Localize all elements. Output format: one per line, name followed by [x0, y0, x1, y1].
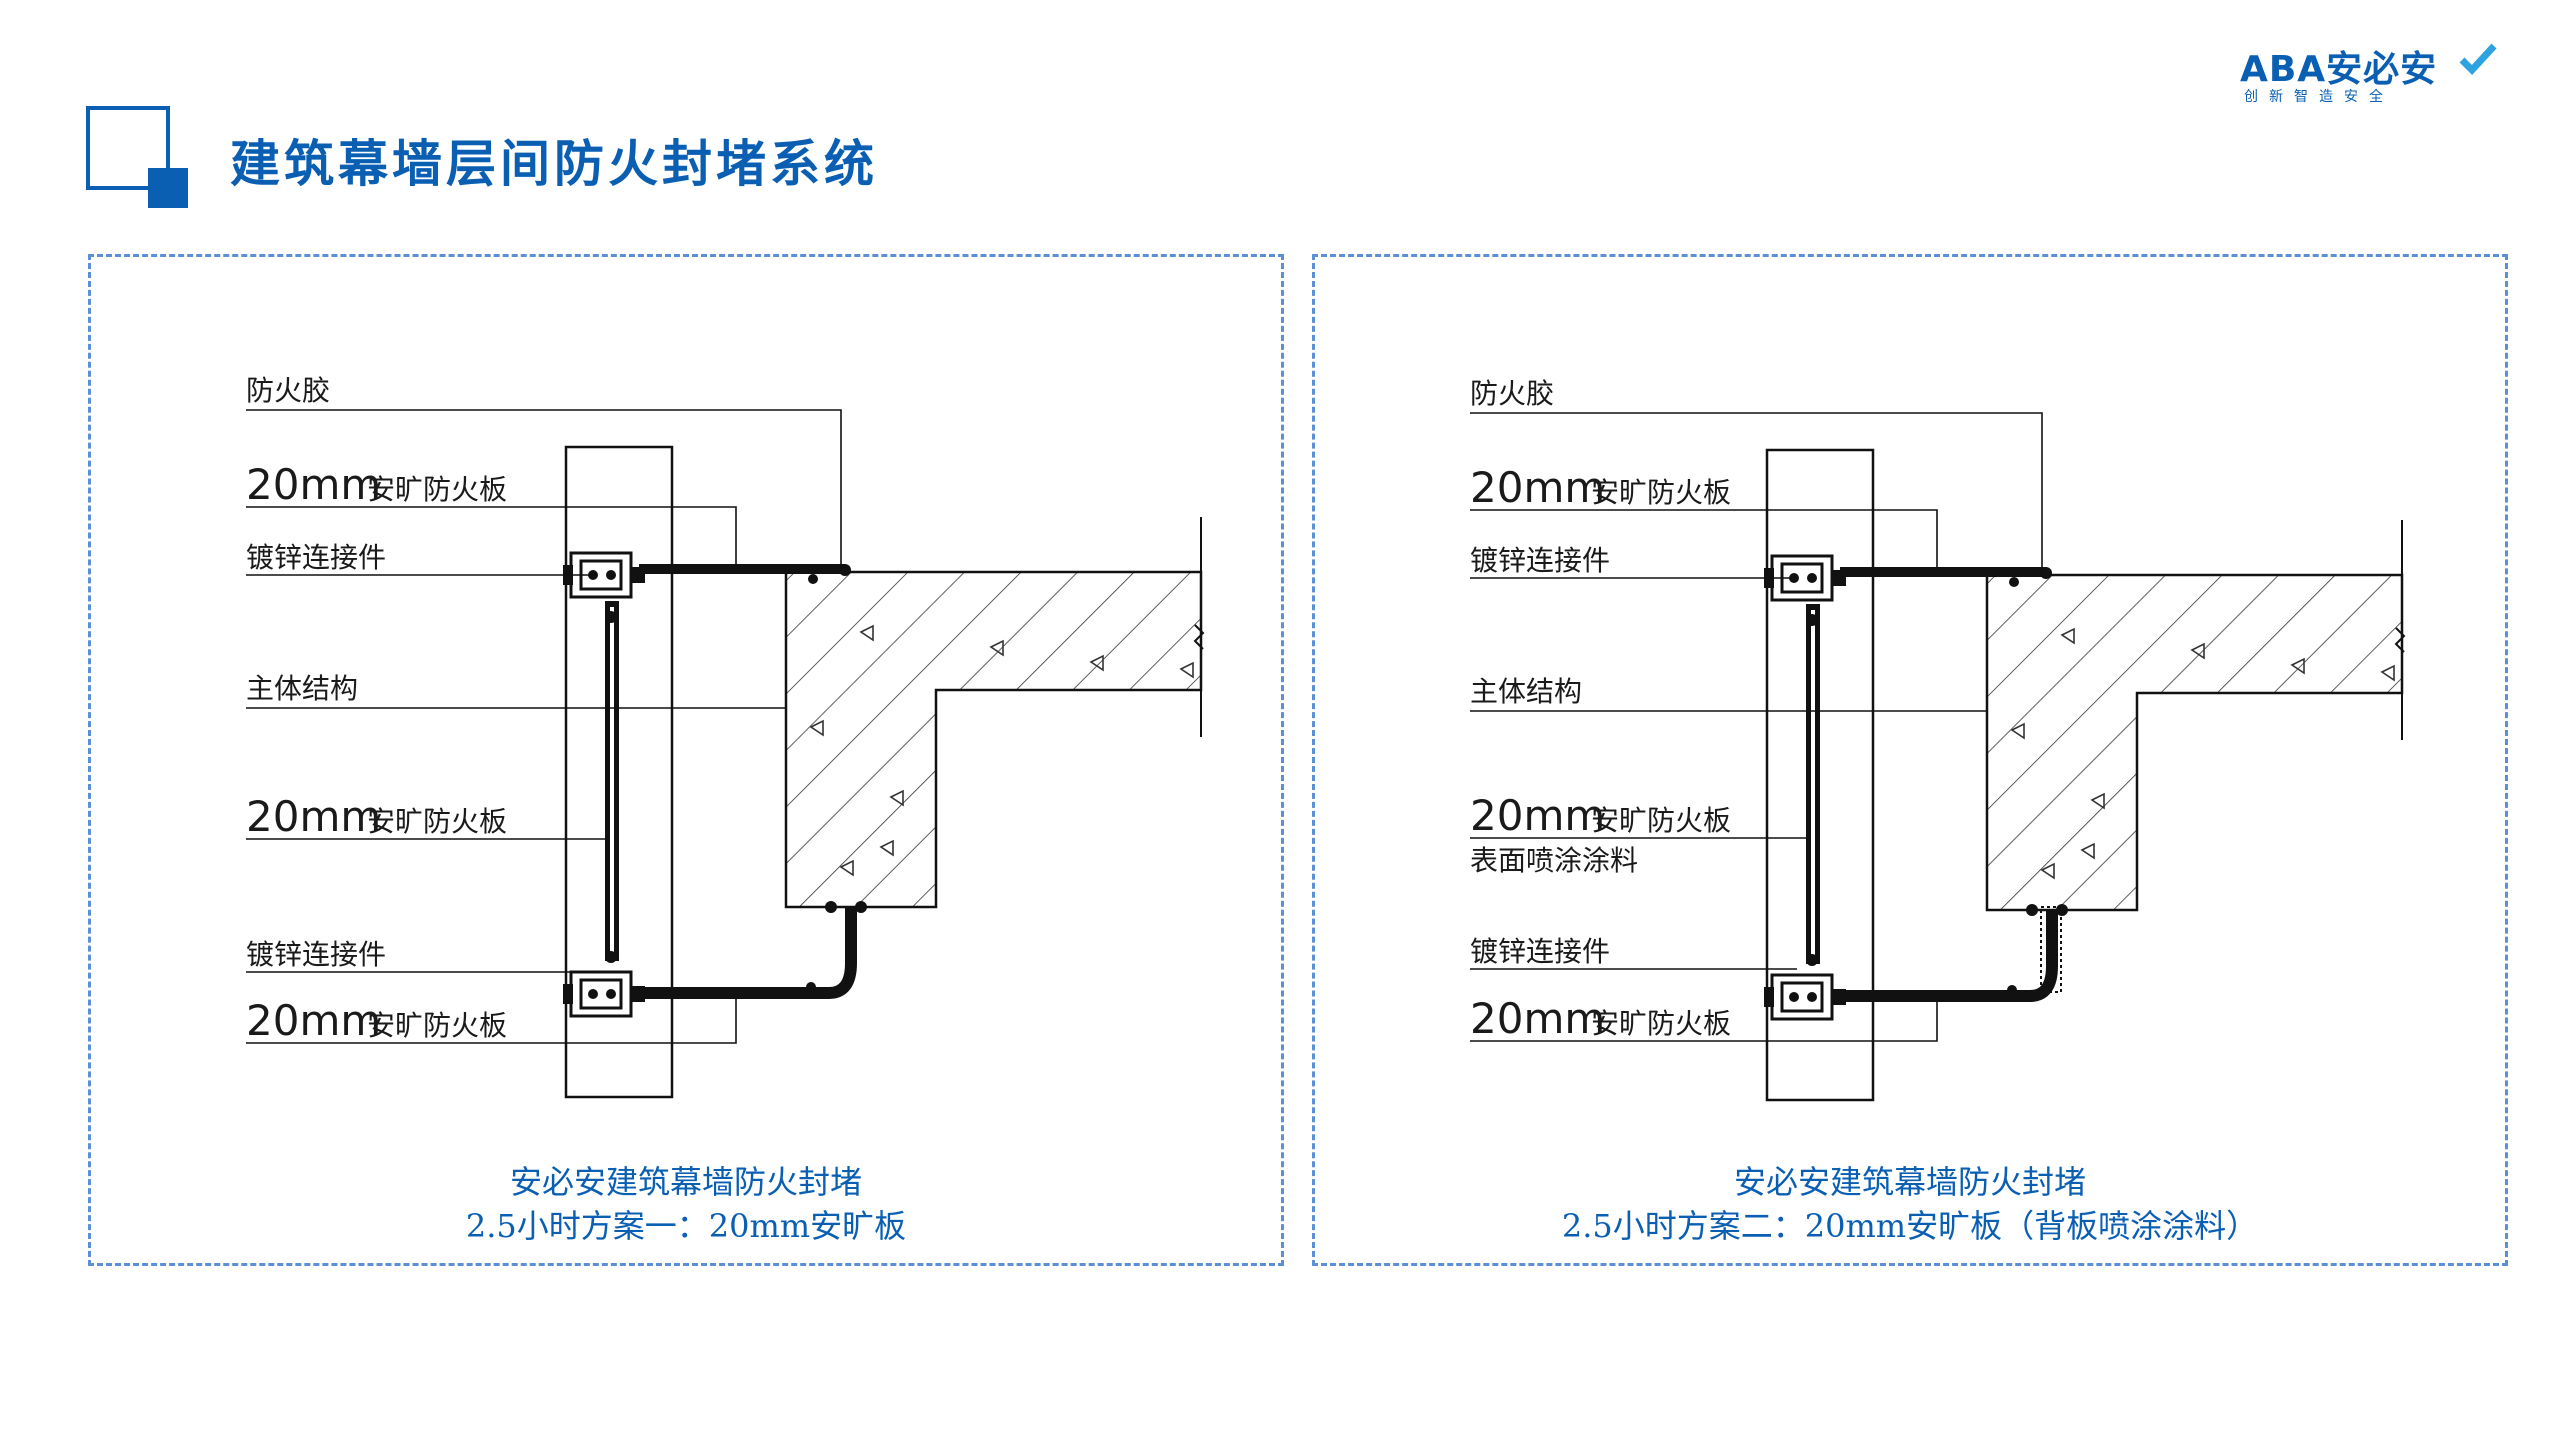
leader-board-bottom	[1470, 1002, 1938, 1042]
label-board-top-name: 安旷防火板	[367, 473, 507, 506]
checkmark-icon	[2459, 43, 2497, 76]
caption-line-1: 安必安建筑幕墙防火封堵	[1733, 1163, 2086, 1201]
caption-line-2: 2.5小时方案二：20mm安旷板（背板喷涂涂料）	[1561, 1207, 2259, 1245]
label-connector-top: 镀锌连接件	[246, 541, 386, 574]
label-connector-top: 镀锌连接件	[1470, 544, 1610, 577]
label-connector-bottom: 镀锌连接件	[1470, 935, 1610, 968]
label-board-top-size: 20mm	[246, 460, 381, 509]
title-marker-icon	[86, 106, 188, 208]
firestop-detail-drawing: 防火胶 20mm 安旷防火板 镀锌连接件 主体结构 20mm 安旷防火板 镀锌连…	[246, 374, 1287, 1269]
caption-line-2: 2.5小时方案一：20mm安旷板	[465, 1207, 907, 1245]
label-board-bottom-size: 20mm	[246, 996, 381, 1045]
logo-brand: ABA安必安	[2240, 49, 2438, 90]
label-fire-glue: 防火胶	[1470, 377, 1554, 410]
label-board-bottom-name: 安旷防火板	[1591, 1007, 1731, 1040]
leader-fire-glue	[1470, 412, 2043, 575]
label-board-top-name: 安旷防火板	[1591, 476, 1731, 509]
label-main-structure: 主体结构	[1470, 675, 1582, 708]
label-main-structure: 主体结构	[246, 672, 358, 705]
leader-board-top	[1470, 509, 1938, 568]
label-board-mid-size: 20mm	[246, 792, 381, 841]
label-fire-glue: 防火胶	[246, 374, 330, 407]
label-coating: 表面喷涂涂料	[1470, 844, 1638, 877]
page-title: 建筑幕墙层间防火封堵系统	[230, 134, 878, 193]
label-board-bottom-size: 20mm	[1470, 994, 1605, 1043]
coating-layer	[2040, 906, 2062, 993]
detail-panel-1: 防火胶 20mm 安旷防火板 镀锌连接件 主体结构 20mm 安旷防火板 镀锌连…	[88, 254, 1284, 1266]
label-board-top-size: 20mm	[1470, 463, 1605, 512]
caption-line-1: 安必安建筑幕墙防火封堵	[509, 1163, 862, 1201]
company-logo: ABA安必安 创新智造安全	[2240, 40, 2500, 110]
leader-board-bottom	[246, 999, 737, 1044]
detail-panel-2: 防火胶 20mm 安旷防火板 镀锌连接件 主体结构 20mm 安旷防火板 表面喷…	[1312, 254, 2508, 1266]
label-board-bottom-name: 安旷防火板	[367, 1009, 507, 1042]
firestop-detail-drawing: 防火胶 20mm 安旷防火板 镀锌连接件 主体结构 20mm 安旷防火板 表面喷…	[1470, 377, 2511, 1269]
label-board-mid-size: 20mm	[1470, 791, 1605, 840]
leader-board-top	[246, 506, 737, 565]
logo-slogan: 创新智造安全	[2244, 89, 2394, 105]
label-board-mid-name: 安旷防火板	[1591, 804, 1731, 837]
label-connector-bottom: 镀锌连接件	[246, 938, 386, 971]
label-board-mid-name: 安旷防火板	[367, 805, 507, 838]
leader-fire-glue	[246, 409, 842, 572]
